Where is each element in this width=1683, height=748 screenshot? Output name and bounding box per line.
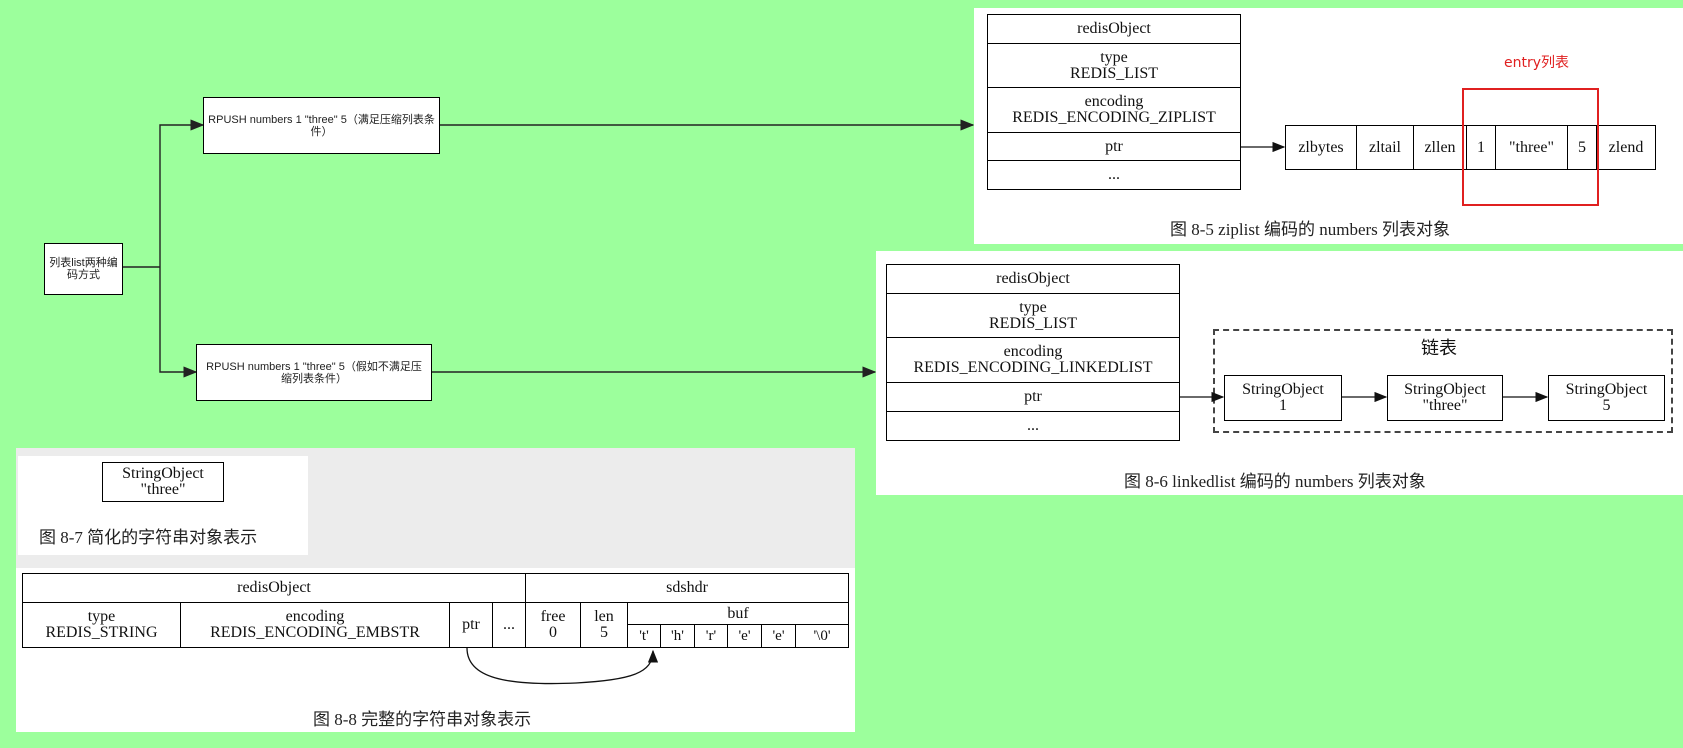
linked-list-group-label: 链表 — [1421, 338, 1457, 358]
buf-byte: 'e' — [727, 624, 762, 648]
buf-byte: 'h' — [660, 624, 695, 648]
sdshdr-header: sdshdr — [525, 573, 849, 603]
ziplist-branch-label: RPUSH numbers 1 "three" 5（满足压缩列表条件） — [208, 113, 435, 138]
linkedlist-branch-node[interactable]: RPUSH numbers 1 "three" 5（假如不满足压缩列表条件） — [196, 344, 432, 401]
ziplist-branch-node[interactable]: RPUSH numbers 1 "three" 5（满足压缩列表条件） — [203, 97, 440, 154]
ziplist-caption: 图 8-5 ziplist 编码的 numbers 列表对象 — [1170, 220, 1451, 239]
ziplist-cell[interactable]: 1 — [1466, 125, 1496, 170]
ziplist-cell[interactable]: zlbytes — [1285, 125, 1357, 170]
ziplist-cell[interactable]: zlend — [1596, 125, 1656, 170]
connector-lower — [159, 267, 198, 378]
ziplist-cell[interactable]: 5 — [1567, 125, 1597, 170]
string-object-box[interactable]: StringObject"three" — [102, 462, 224, 502]
redis-object-header: redisObject — [22, 573, 526, 603]
object-ellipsis: ... — [886, 411, 1180, 441]
ziplist-cell[interactable]: "three" — [1495, 125, 1568, 170]
simple-string-figure: StringObject"three" 图 8-7 简化的字符串对象表示 — [18, 456, 308, 555]
buf-byte: 'r' — [694, 624, 728, 648]
object-ellipsis: ... — [987, 160, 1241, 190]
entry-label: entry列表 — [1504, 55, 1570, 71]
buf-byte: 't' — [627, 624, 661, 648]
buf-byte: '\0' — [795, 624, 849, 648]
entry-highlight-box — [1462, 88, 1599, 206]
object-ptr: ptr — [987, 132, 1241, 161]
linked-list-group — [1213, 329, 1673, 433]
linkedlist-caption: 图 8-6 linkedlist 编码的 numbers 列表对象 — [1124, 472, 1426, 491]
root-node[interactable]: 列表list两种编码方式 — [44, 243, 123, 295]
ziplist-cell[interactable]: zltail — [1356, 125, 1414, 170]
linkedlist-arrows — [1180, 391, 1549, 403]
root-node-label: 列表list两种编码方式 — [49, 257, 118, 281]
connector-upper — [159, 119, 205, 267]
ptr-cell[interactable]: ptr — [449, 602, 493, 648]
linked-node[interactable]: StringObject"three" — [1387, 375, 1503, 421]
ziplist-cell[interactable]: zllen — [1413, 125, 1467, 170]
full-string-caption: 图 8-8 完整的字符串对象表示 — [313, 710, 532, 729]
linkedlist-branch-label: RPUSH numbers 1 "three" 5（假如不满足压缩列表条件） — [206, 360, 422, 385]
ziplist-ptr-arrow — [1241, 141, 1286, 153]
object-header: redisObject — [886, 264, 1180, 294]
ptr-to-buf-arrow — [466, 647, 659, 685]
ziplist-cells: zlbytes zltail zllen 1 "three" 5 zlend — [1285, 125, 1656, 170]
ellipsis-cell: ... — [492, 602, 526, 648]
simple-string-caption: 图 8-7 简化的字符串对象表示 — [39, 528, 258, 547]
